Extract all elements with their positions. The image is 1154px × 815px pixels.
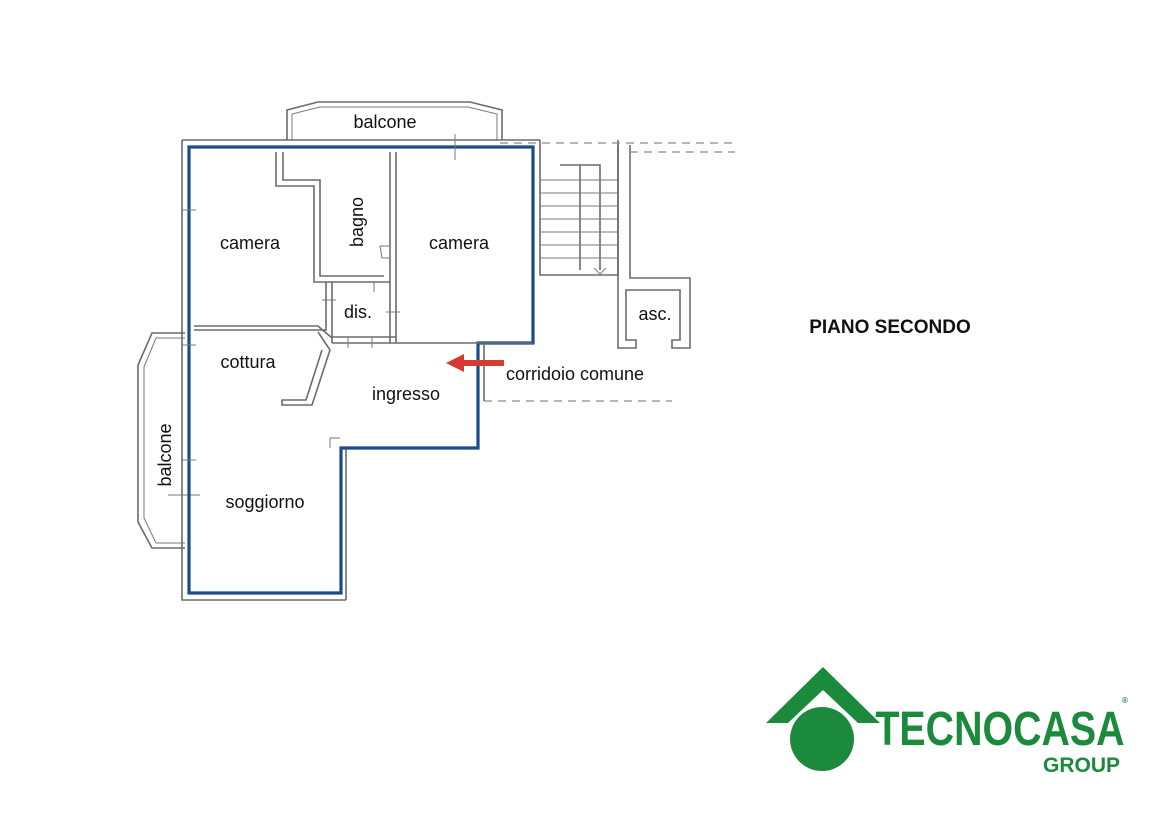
bagno-label: bagno [347,197,367,247]
floor-title: PIANO SECONDO [809,317,971,338]
balcony-side [137,332,200,549]
balcony-top-label: balcone [353,112,416,132]
logo-roof-icon [766,667,880,723]
logo-circle-icon [790,707,854,771]
camera-left-label: camera [220,233,281,253]
common-area-dashes [483,142,735,402]
interior-walls [182,134,533,461]
balcony-side-label: balcone [155,423,175,486]
dis-label: dis. [344,302,372,322]
logo-group-text: GROUP [1043,754,1120,777]
exterior-walls [181,139,540,601]
tecnocasa-logo: TECNOCASA ® GROUP [766,667,1128,777]
camera-right-label: camera [429,233,490,253]
cottura-label: cottura [220,352,276,372]
elevator-label: asc. [638,304,671,324]
soggiorno-label: soggiorno [225,492,304,512]
corridor-label: corridoio comune [506,364,644,384]
logo-registered-mark: ® [1122,696,1128,705]
balcony-top [286,101,503,140]
staircase [539,140,619,276]
ingresso-label: ingresso [372,384,440,404]
logo-wordmark: TECNOCASA [875,702,1124,756]
entry-arrow [446,354,504,372]
unit-outline [187,145,535,595]
elevator-shaft [617,145,691,349]
